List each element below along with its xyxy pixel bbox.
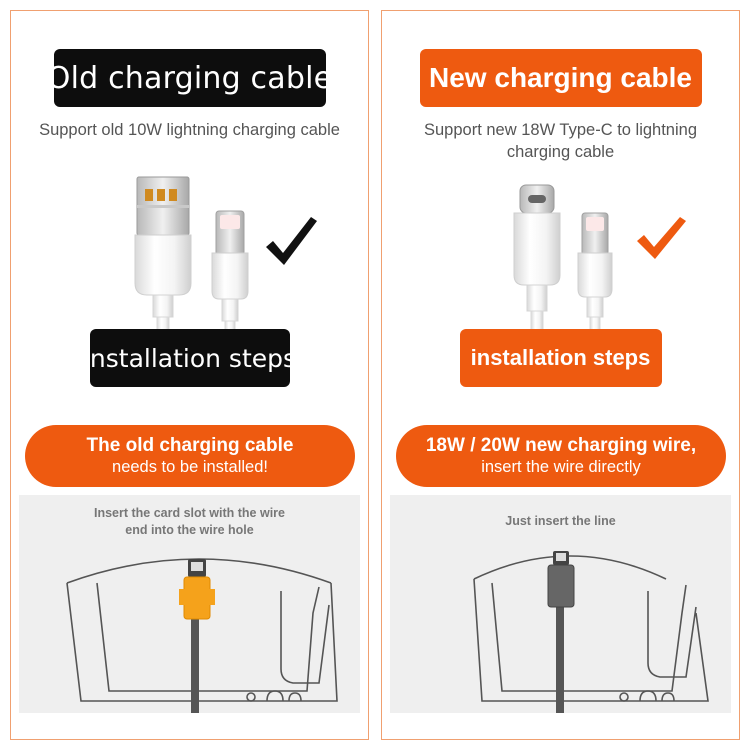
checkmark-icon (637, 217, 686, 259)
old-cable-subtitle: Support old 10W lightning charging cable (39, 121, 340, 139)
new-installation-steps-badge: installation steps (459, 329, 662, 387)
new-cable-note: 18W / 20W new charging wire, insert the … (396, 425, 726, 487)
old-diagram-caption-line2: end into the wire hole (125, 523, 254, 537)
charger-stand-diagram (473, 551, 709, 713)
usb-c-cable-icon (513, 184, 561, 351)
old-cable-panel: Old charging cable Support old 10W light… (10, 10, 369, 740)
checkmark-icon (266, 217, 317, 265)
old-diagram-caption: Insert the card slot with the wire end i… (29, 505, 350, 539)
old-diagram-caption-line1: Insert the card slot with the wire (93, 506, 285, 520)
new-cable-note-line1: 18W / 20W new charging wire, (425, 435, 697, 456)
old-cable-note: The old charging cable needs to be insta… (25, 425, 355, 487)
old-cable-diagram: Insert the card slot with the wire end i… (19, 495, 360, 713)
new-cable-subtitle-line1: Support new 18W Type-C to lightning (423, 121, 697, 139)
new-cable-subtitle: Support new 18W Type-C to lightning char… (392, 119, 729, 163)
new-cable-title: New charging cable (419, 49, 702, 107)
old-installation-steps-badge: installation steps (83, 329, 296, 387)
lightning-cable-icon (211, 210, 249, 351)
old-cable-note-line1: The old charging cable (86, 435, 294, 456)
new-cable-subtitle-line2: charging cable (506, 143, 615, 161)
charger-stand-diagram (66, 558, 338, 713)
new-diagram-caption: Just insert the line (505, 514, 616, 528)
new-cable-diagram: Just insert the line (390, 495, 731, 713)
new-cable-panel: New charging cable Support new 18W Type-… (381, 10, 740, 740)
old-cable-title: Old charging cable (47, 49, 332, 107)
new-cable-illustration (513, 184, 686, 351)
new-cable-note-line2: insert the wire directly (481, 458, 641, 476)
old-cable-illustration (134, 176, 317, 351)
old-cable-note-line2: needs to be installed! (112, 458, 268, 476)
usb-a-cable-icon (134, 176, 192, 351)
